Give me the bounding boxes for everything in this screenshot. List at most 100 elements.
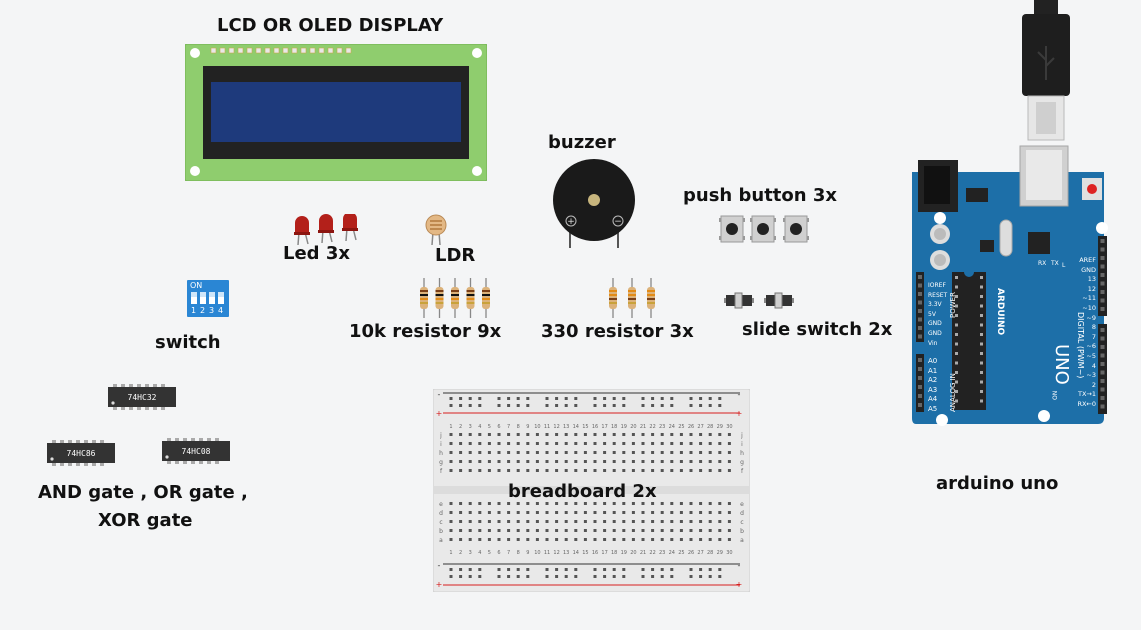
arduino-tx-label: TX xyxy=(1051,260,1059,267)
arduino-digital-pin-4: ~11 xyxy=(1082,294,1096,303)
arduino-digital-pin-0: AREF xyxy=(1079,256,1096,264)
svg-text:27: 27 xyxy=(697,424,703,430)
svg-text:24: 24 xyxy=(669,424,675,430)
svg-text:+: + xyxy=(736,580,743,589)
resistor xyxy=(466,278,475,318)
svg-text:d: d xyxy=(740,510,744,517)
ldr xyxy=(425,214,447,246)
led-2 xyxy=(318,214,334,244)
svg-text:2: 2 xyxy=(459,424,462,430)
push-buttons xyxy=(719,215,809,243)
svg-text:23: 23 xyxy=(659,550,665,556)
arduino-digital-pin-8: 7 xyxy=(1091,332,1096,341)
svg-text:12: 12 xyxy=(553,424,559,430)
svg-text:+: + xyxy=(736,409,743,418)
svg-text:17: 17 xyxy=(601,424,607,430)
svg-text:2: 2 xyxy=(459,550,462,556)
arduino-digital-pin-6: ~9 xyxy=(1086,313,1096,322)
svg-text:-: - xyxy=(738,390,741,399)
arduino-on-label: ON xyxy=(1052,390,1059,400)
chip-74hc86: 74HC86 xyxy=(47,440,115,466)
arduino-label: arduino uno xyxy=(936,473,1059,494)
svg-text:25: 25 xyxy=(678,550,684,556)
svg-text:f: f xyxy=(741,468,744,475)
svg-text:+: + xyxy=(567,217,575,227)
usb-cable xyxy=(1022,0,1070,141)
arduino-power-label: POWER xyxy=(949,292,957,318)
leds xyxy=(294,214,358,246)
arduino-digital-pin-5: ~10 xyxy=(1082,303,1096,312)
dip-lever-4[interactable] xyxy=(218,292,224,304)
ldr-label: LDR xyxy=(435,245,476,266)
svg-text:11: 11 xyxy=(544,424,550,430)
svg-text:c: c xyxy=(740,519,743,526)
svg-text:29: 29 xyxy=(717,424,723,430)
svg-text:18: 18 xyxy=(611,550,617,556)
resistor-330-label: 330 resistor 3x xyxy=(541,321,694,342)
svg-text:21: 21 xyxy=(640,550,646,556)
resistors-330 xyxy=(609,278,655,318)
svg-text:14: 14 xyxy=(573,424,579,430)
svg-text:18: 18 xyxy=(611,424,617,430)
dip-lever-1[interactable] xyxy=(191,292,197,304)
svg-text:3: 3 xyxy=(469,424,472,430)
svg-text:13: 13 xyxy=(563,550,569,556)
chip-74hc32: 74HC32 xyxy=(108,384,176,410)
arduino-brand: ARDUINO xyxy=(995,288,1005,336)
svg-text:-: - xyxy=(438,561,441,570)
dip-lever-3[interactable] xyxy=(209,292,215,304)
arduino-analog-pin-0: A0 xyxy=(928,357,938,365)
arduino-uno xyxy=(912,145,1108,426)
svg-text:g: g xyxy=(439,459,443,466)
svg-text:16: 16 xyxy=(592,550,598,556)
slide-switch-2 xyxy=(764,292,794,309)
arduino-analog-pin-1: A1 xyxy=(928,366,938,375)
svg-text:e: e xyxy=(439,501,443,508)
resistor xyxy=(420,278,428,318)
svg-text:26: 26 xyxy=(688,424,694,430)
svg-text:h: h xyxy=(439,450,443,457)
lcd-display xyxy=(185,44,487,181)
svg-text:b: b xyxy=(740,528,744,535)
arduino-digital-pin-7: 8 xyxy=(1091,323,1096,332)
resistor xyxy=(435,278,444,318)
svg-text:21: 21 xyxy=(640,424,646,430)
arduino-power-pin-6: Vin xyxy=(928,339,938,347)
lcd-label: LCD OR OLED DISPLAY xyxy=(217,15,444,36)
buzzer-label: buzzer xyxy=(548,132,616,153)
svg-text:4: 4 xyxy=(478,550,481,556)
dip-lever-2[interactable] xyxy=(200,292,206,304)
arduino-analog-pin-4: A4 xyxy=(928,395,938,404)
arduino-digital-pin-11: 4 xyxy=(1091,361,1096,370)
arduino-power-pin-4: GND xyxy=(928,320,942,328)
svg-text:25: 25 xyxy=(678,424,684,430)
arduino-analog-label: ANALOG IN xyxy=(949,373,957,412)
slide-switches xyxy=(724,292,794,309)
gates-label-line2: XOR gate xyxy=(98,510,193,531)
svg-text:i: i xyxy=(741,441,743,448)
svg-text:30: 30 xyxy=(726,424,732,430)
svg-text:f: f xyxy=(440,468,443,475)
arduino-analog-pin-2: A2 xyxy=(928,376,938,385)
arduino-digital-pin-14: TX→1 xyxy=(1077,390,1096,399)
resistor xyxy=(451,278,459,318)
svg-text:9: 9 xyxy=(526,550,529,556)
svg-text:22: 22 xyxy=(649,424,655,430)
svg-text:h: h xyxy=(740,450,744,457)
chip-74hc08: 74HC08 xyxy=(162,438,230,464)
led-1 xyxy=(294,216,310,246)
svg-text:e: e xyxy=(740,501,744,508)
arduino-rx-label: RX xyxy=(1038,260,1047,267)
svg-text:6: 6 xyxy=(497,424,500,430)
led-label: Led 3x xyxy=(283,243,350,264)
push-button-label: push button 3x xyxy=(683,185,837,206)
led-3 xyxy=(342,214,358,242)
breadboard-label: breadboard 2x xyxy=(508,481,657,502)
svg-text:27: 27 xyxy=(697,550,703,556)
svg-text:g: g xyxy=(740,459,744,466)
resistor xyxy=(482,278,490,318)
slide-switch-1 xyxy=(724,292,754,309)
arduino-power-pin-2: 3.3V xyxy=(928,301,942,309)
svg-text:j: j xyxy=(740,432,743,439)
